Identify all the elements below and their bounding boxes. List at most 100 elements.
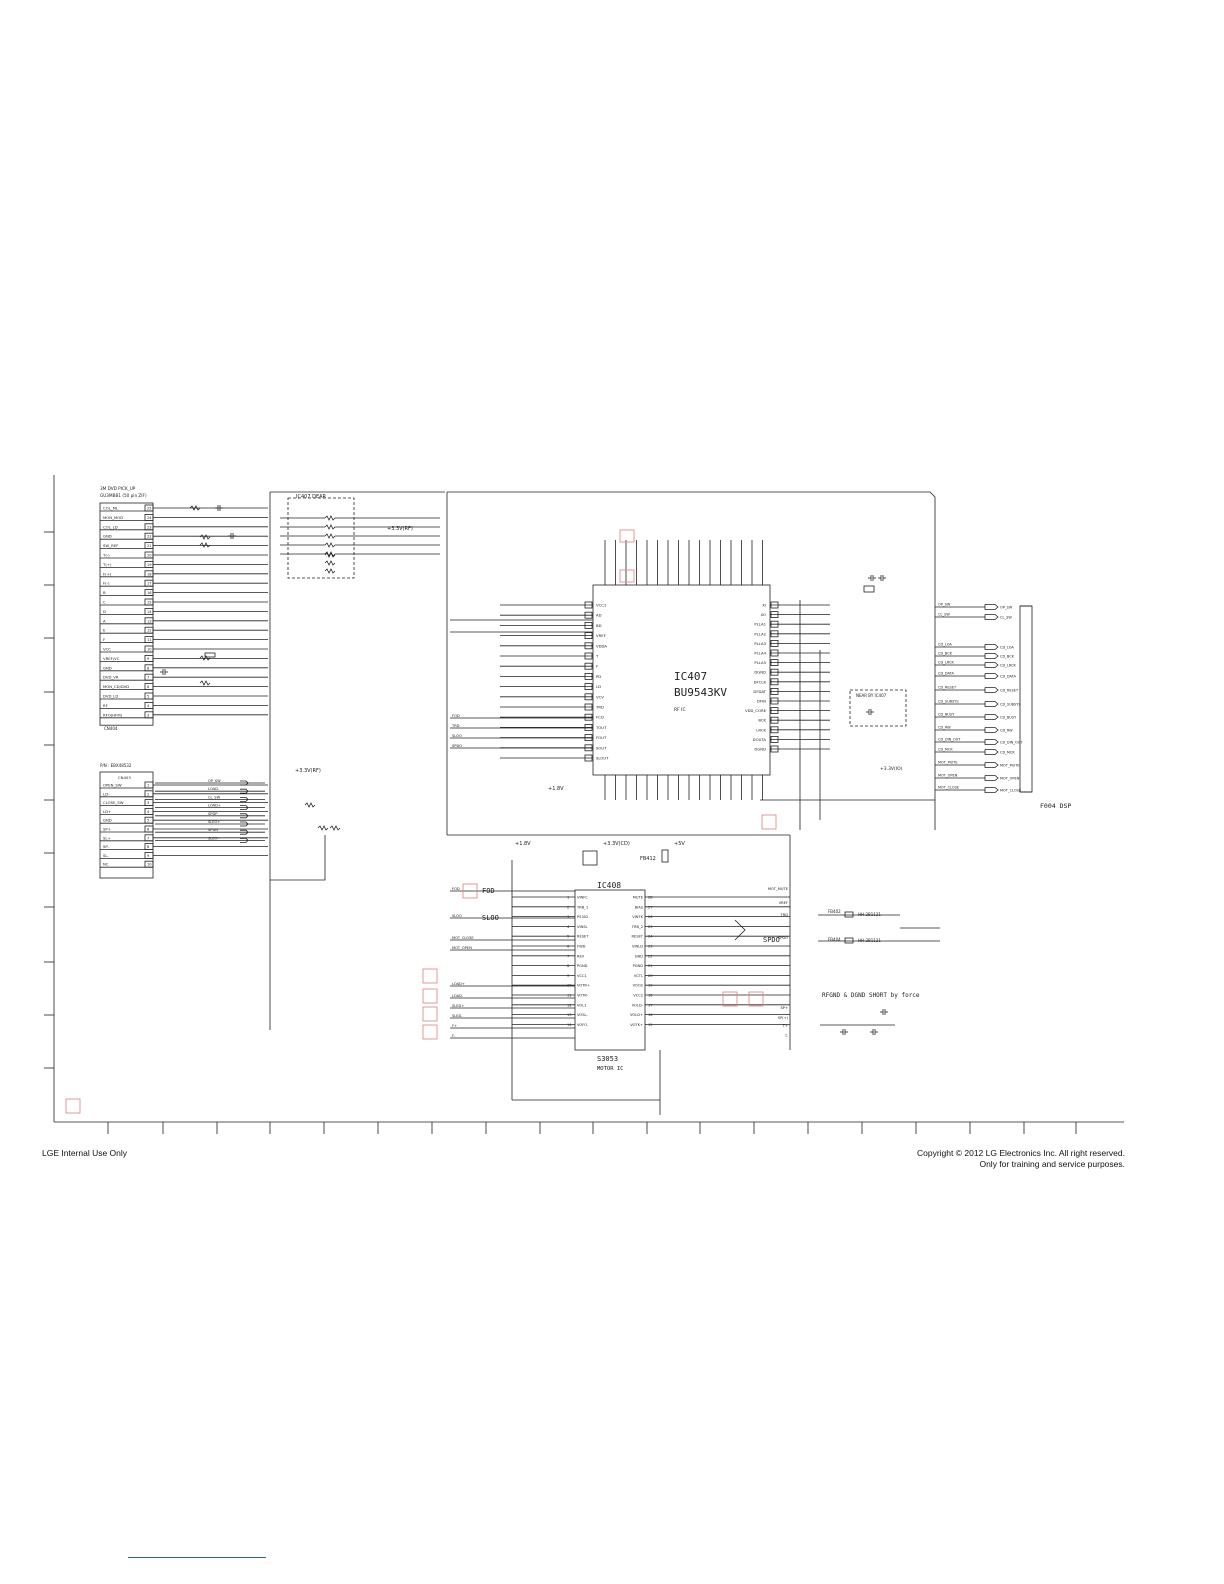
rf-rail-label-2: +3.3V(RF) (295, 768, 321, 774)
top-connector-pin-name: COL_LD (103, 524, 118, 529)
pin-number-cell (770, 611, 779, 618)
offpage-connector (984, 644, 999, 650)
dear-resistor (324, 568, 336, 574)
motor-right-net-label: TRD (780, 913, 789, 917)
ic408-right-pin: PGND (633, 964, 644, 968)
ic408-left-pin: VINSL (577, 925, 588, 929)
mid-net-label: SPDP (208, 812, 218, 816)
test-point-box (619, 529, 635, 543)
bottom-connector-pin-name: SL- (103, 853, 109, 858)
ic408-left-pin-num: 11 (567, 994, 572, 998)
sloo-large-label: SLOO (482, 914, 499, 922)
bead-part-label: HH-2B1121 (858, 912, 881, 917)
ic407-right-pin: DFIN (757, 699, 766, 704)
core-rail-label: +1.8V (548, 786, 564, 792)
ic407-right-pin: VDD_CORE (745, 708, 767, 713)
bottom-connector-pin-number: 4 (147, 810, 150, 814)
ic407-left-pin: VCC1 (596, 603, 607, 608)
ic408-right-pin-num: 15 (648, 1023, 653, 1027)
pin-number-cell (770, 668, 779, 676)
ic407-right-pin: PLLA5 (754, 660, 766, 665)
ferrite-bead (204, 652, 216, 658)
offpage-connector (240, 805, 249, 810)
small-resistor (199, 534, 211, 540)
motor-cd-rail: +3.3V(CD) (603, 841, 630, 847)
ic408-left-pin: REV (577, 954, 585, 958)
pin-number-cell (584, 683, 593, 690)
bottom-connector-pin-name: SP- (103, 844, 110, 849)
dear-resistor (324, 560, 336, 566)
mid-net-label: LOAD- (208, 787, 220, 791)
offpage-connector (240, 797, 249, 802)
small-resistor (189, 505, 201, 511)
dsp-net-name-right: CD_LOA (1000, 646, 1014, 650)
pin-number-cell (584, 601, 593, 609)
test-point-box (761, 814, 777, 830)
dsp-net-name-left: CD_LRCK (938, 661, 955, 665)
pin-number-cell (584, 642, 593, 650)
ic407-right-pin: DOUTA (753, 737, 767, 742)
motor-left-net-label: F+ (452, 1024, 457, 1028)
offpage-connector (984, 604, 999, 610)
small-resistor (199, 542, 211, 548)
dsp-net-name-left: MOT_CLOSE (938, 786, 959, 790)
ic407-right-pin: XO (761, 612, 766, 617)
motor-left-net-label: FOD (452, 887, 460, 891)
pin-number-cell (770, 707, 779, 714)
mid-net-label: SLEO+ (208, 820, 220, 824)
top-connector-pin-number: 10 (147, 648, 152, 652)
ic407-left-pin: VDDA (596, 643, 607, 648)
ic408-left-pin: VCC1 (577, 974, 587, 978)
top-connector-pin-name: DVD_LD (103, 694, 118, 699)
bottom-connector-pin-name: NC (103, 862, 109, 867)
dsp-net-name-left: CD_BCK (938, 652, 953, 656)
ic408-right-pin-num: 26 (648, 915, 653, 919)
dsp-net-name-right: CL_SW (1000, 616, 1012, 620)
mid-resistor (317, 825, 329, 831)
ic407-left-pin: LD (596, 684, 601, 689)
top-connector-pin-number: 12 (147, 629, 152, 633)
dsp-net-name-left: CD_RW (938, 726, 951, 730)
bottom-connector-pin-number: 6 (147, 828, 150, 832)
bead-part-label: HH-2B1121 (858, 938, 881, 943)
footer-copyright: Copyright © 2012 LG Electronics Inc. All… (917, 1148, 1125, 1170)
ic407-right-pin: PLLA3 (754, 641, 766, 646)
ic408-left-pin-num: 8 (567, 964, 570, 968)
top-connector-pin-number: 18 (147, 572, 152, 576)
small-resistor (199, 680, 211, 686)
dear-resistor (324, 542, 336, 548)
bottom-connector-pin-number: 5 (147, 819, 149, 823)
ic408-left-pin: RESET (577, 935, 589, 939)
bottom-connector-pin-name: SP+ (103, 827, 111, 832)
ic408-right-pin: RESET (631, 935, 643, 939)
pin-number-cell (770, 736, 779, 743)
dsp-net-name-right: CD_LRCK (1000, 664, 1017, 668)
pin-number-cell (770, 601, 779, 609)
top-connector-pin-number: 14 (147, 610, 152, 614)
ic408-left-pin: VOTR+ (577, 984, 590, 988)
pin-number-cell (770, 630, 779, 638)
top-connector-pin-name: C (103, 600, 106, 605)
short-note: RFGND & DGND SHORT by force (822, 992, 920, 999)
ic407-part: BU9543KV (674, 686, 727, 699)
pin-number-cell (770, 678, 779, 686)
offpage-connector (984, 762, 999, 768)
top-connector-pin-name: B (103, 590, 106, 595)
ic408-left-pin: VINFC (577, 896, 588, 900)
pin-number-cell (770, 659, 779, 666)
ic408-left-pin: VOL1 (577, 1003, 587, 1007)
pin-number-cell (584, 693, 593, 701)
blue-underline (128, 1557, 266, 1558)
test-point-box (422, 988, 438, 1004)
ic408-left-pin: VOSL- (577, 1013, 588, 1017)
top-connector-pin-name: GND (103, 665, 112, 670)
bottom-connector-pin-name: CLOSE_SW (103, 800, 124, 805)
ic407-desc: RF IC (674, 707, 686, 713)
servo-net-label: FOD (452, 714, 460, 718)
top-connector-pin-number: 13 (147, 619, 152, 623)
dsp-net-name-left: CD_BUSY (938, 713, 955, 717)
offpage-connector (984, 739, 999, 745)
top-connector-pin-name: COL_ML (103, 506, 119, 511)
ic407-name: IC407 (674, 670, 707, 683)
bottom-connector-pin-number: 2 (147, 792, 149, 796)
